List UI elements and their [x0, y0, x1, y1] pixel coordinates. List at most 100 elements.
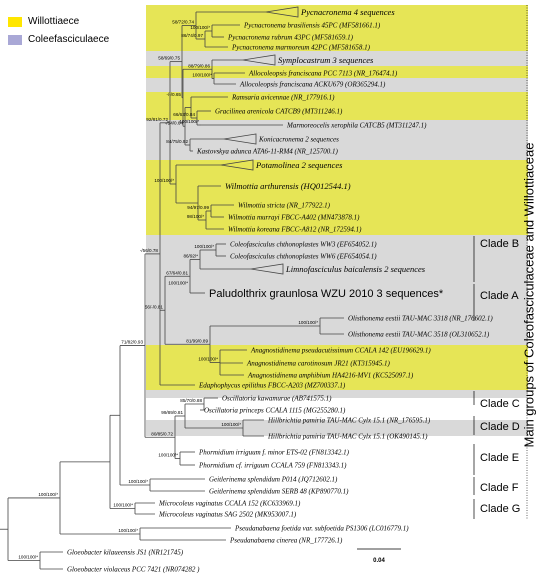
- taxon-label: Kastovskya adunca ATA6-11-RM4 (NR_125700…: [196, 147, 339, 155]
- support-value: 100/100/*: [198, 357, 218, 362]
- collapsed-clade-triangles: [220, 6, 299, 275]
- support-value: -/56/0.78: [140, 248, 159, 253]
- support-value: -/54/0.64: [165, 120, 184, 125]
- support-value: 100/100/*: [38, 492, 58, 497]
- taxon-label: Potamolinea 2 sequences: [255, 160, 343, 170]
- clade-label-f: Clade F: [480, 482, 519, 494]
- support-value: 100/100/*: [118, 528, 138, 533]
- legend-item-willottiaece: Willottiaece: [8, 16, 79, 27]
- legend-swatch-yellow: [8, 16, 22, 27]
- support-value: -/-/0.65: [166, 92, 181, 97]
- taxon-label: Hillbrichtia pamiria TAU-MAC Cylx 15.1 (…: [267, 432, 428, 440]
- support-value: 94/97/0.99: [187, 205, 209, 210]
- taxon-label: Pseudanabaena cinerea (NR_177726.1): [229, 536, 343, 544]
- taxon-label: Ramsaria avicennae (NR_177916.1): [231, 93, 335, 101]
- support-value: 66/63/0.84: [173, 112, 195, 117]
- support-value: 100/100/*: [190, 25, 210, 30]
- band-0: [146, 5, 528, 51]
- support-value: 92/81/0.72: [146, 117, 168, 122]
- band-1: [146, 51, 528, 66]
- support-value: 71/82/0.93: [121, 340, 143, 345]
- taxon-label: Anagnostidinema pseudacutissimum CCALA 1…: [250, 346, 431, 354]
- band-5: [146, 120, 528, 160]
- taxon-label: Pseudanabaena foetida var. subfoetida PS…: [234, 524, 409, 532]
- taxon-label: Anagnostidinema carotinosum JR21 (KT3159…: [246, 359, 391, 367]
- taxon-label: Coleofasciculus chthonoplastes WW3 (EF65…: [230, 240, 377, 248]
- taxon-label: Paludolthrix graunlosa WZU 2010 3 sequen…: [209, 288, 444, 300]
- support-value: 67/64/0.81: [166, 270, 188, 275]
- taxon-label: Microcoleus vaginatus SAG 2502 (MK953007…: [158, 510, 297, 518]
- taxon-label: Oscillatoria kawamurae (AB741575.1): [222, 394, 332, 402]
- collapsed-clade-triangle: [223, 133, 257, 145]
- support-value: 99/89/0.81: [161, 410, 183, 415]
- collapsed-clade-triangle: [242, 54, 276, 66]
- band-11: [146, 420, 528, 436]
- taxon-label: Wilmottia murrayi FBCC-A402 (MN473878.1): [228, 213, 360, 221]
- clade-label-g: Clade G: [480, 503, 521, 515]
- taxon-label: Allocoleopsis franciscana ACKU679 (OR365…: [239, 80, 386, 88]
- clade-label-e: Clade E: [480, 452, 520, 464]
- support-value: 100/100/*: [154, 178, 174, 183]
- support-value: 86/92/*: [183, 254, 198, 259]
- taxon-label: Wilmottia stricta (NR_177922.1): [238, 201, 331, 209]
- clade-label-d: Clade D: [480, 421, 520, 433]
- taxon-label: Anagnostidinema amphibium HA4216-MV1 (KC…: [247, 371, 414, 379]
- taxon-label: Gracilinea arenicola CATCB9 (MT311246.1): [215, 107, 343, 115]
- taxon-label: Oscillatoria princeps CCALA 1115 (MG2552…: [204, 406, 346, 414]
- support-value: 100/100/*: [128, 479, 148, 484]
- legend-item-coleefasciculaece: Coleefasciculaece: [8, 34, 109, 45]
- taxon-label: Konicacronema 2 sequences: [258, 135, 339, 143]
- support-value: 100/100/*: [18, 555, 38, 560]
- legend-label-willottiaece: Willottiaece: [28, 16, 80, 27]
- taxon-label: Geitlerinema splendidum SERB 48 (KP89077…: [209, 487, 349, 495]
- legend-swatch-lavender: [8, 34, 22, 45]
- clade-label-c: Clade C: [480, 398, 520, 410]
- taxon-label: Hillbrichtia pamiria TAU-MAC Cylx 15.1 (…: [267, 416, 431, 424]
- support-value: 100/100/*: [179, 119, 199, 124]
- taxon-label: Symplocastrum 3 sequences: [278, 55, 374, 65]
- main-groups-title: Main groups of Coleofasciculaceae and Wi…: [521, 142, 537, 448]
- band-7: [146, 235, 528, 322]
- support-value: 88/79/0.86: [188, 63, 210, 68]
- support-value: 84/75/0.92: [166, 139, 188, 144]
- taxon-label: Coleofasciculus chthonoplastes WW6 (EF65…: [230, 252, 377, 260]
- clade-brackets: [473, 5, 528, 520]
- taxon-label: Wilmottia arthurensis (HQ012544.1): [225, 181, 351, 191]
- taxon-label: Gloeobacter kilaueensis JS1 (NR121745): [67, 548, 184, 556]
- taxon-label: Pycnacronema 4 sequences: [300, 7, 395, 17]
- band-2: [146, 66, 528, 78]
- support-value: 85/70/0.88: [180, 398, 202, 403]
- support-value: 100/100/*: [221, 422, 241, 427]
- collapsed-clade-triangle: [250, 263, 284, 275]
- support-value: 100/100/*: [298, 320, 318, 325]
- taxon-label: Phormidium irriguum f. minor ETS-02 (FN8…: [198, 448, 350, 456]
- taxon-label: Geitlerinema splendidum P014 (JQ712602.1…: [209, 475, 338, 483]
- taxon-label: Olisthonema eestii TAU-MAC 3318 (NR_1766…: [348, 314, 493, 322]
- taxon-label: Pycnacronema rubrum 43PC (MF581659.1): [227, 33, 354, 41]
- band-6: [146, 160, 528, 235]
- clade-label-a: Clade A: [480, 290, 519, 302]
- taxon-label: Pycnacronema brasiliensis 45PC (MF581661…: [243, 21, 381, 29]
- taxon-label: Olisthonema eestii TAU-MAC 3518 (OL31065…: [348, 330, 490, 338]
- taxon-label: Marmoreocelis xerophila CATCB5 (MT311247…: [286, 121, 427, 129]
- taxon-label: Allocoleopsis franciscana PCC 7113 (NR_1…: [248, 69, 398, 77]
- taxon-label: Phormidium cf. irriguum CCALA 759 (FN813…: [198, 461, 347, 469]
- collapsed-clade-triangle: [220, 159, 254, 171]
- tree-branches: [0, 11, 344, 570]
- support-value: 81/99/0.89: [186, 338, 208, 343]
- scale-bar-label: 0.04: [373, 558, 385, 564]
- band-3: [146, 78, 528, 92]
- taxon-label: Microcoleus vaginatus CCALA 152 (KC63396…: [158, 499, 301, 507]
- support-value: 58/72/0.74: [172, 20, 194, 25]
- band-8: [146, 322, 528, 345]
- taxon-label: Gloeobacter violaceus PCC 7421 (NR074282…: [67, 565, 200, 573]
- support-value: 56/-/0.81: [145, 304, 164, 309]
- support-value: 100/100/*: [168, 280, 188, 285]
- support-value: 100/100/*: [192, 73, 212, 78]
- support-value: 58/69/0.75: [158, 56, 180, 61]
- taxon-label: Limnofasciculus baicalensis 2 sequences: [285, 264, 426, 274]
- legend-label-coleefasciculaece: Coleefasciculaece: [28, 34, 110, 45]
- taxon-label: Wilmottia koreana FBCC-A812 (NR_172594.1…: [228, 225, 362, 233]
